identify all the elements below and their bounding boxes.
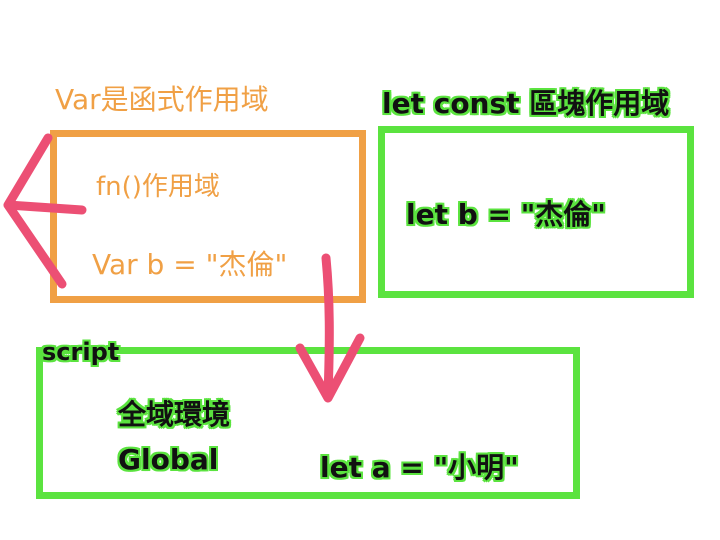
block-scope-code: let b = "杰倫" (406, 198, 606, 231)
function-scope-box (50, 130, 366, 303)
global-scope-subtitle: Global (118, 443, 219, 476)
function-scope-code: Var b = "杰倫" (92, 248, 288, 281)
down-arrow-icon (295, 253, 365, 403)
left-arrow-icon (3, 133, 87, 289)
global-scope-tag: script (42, 338, 120, 366)
global-scope-code: let a = "小明" (320, 451, 519, 484)
block-scope-box (378, 126, 694, 298)
global-scope-title: 全域環境 (118, 398, 231, 431)
global-scope-box (36, 347, 580, 499)
block-scope-title: let const 區塊作用域 (382, 87, 670, 120)
function-scope-title: Var是函式作用域 (55, 83, 269, 116)
function-scope-label: fn()作用域 (96, 172, 220, 202)
